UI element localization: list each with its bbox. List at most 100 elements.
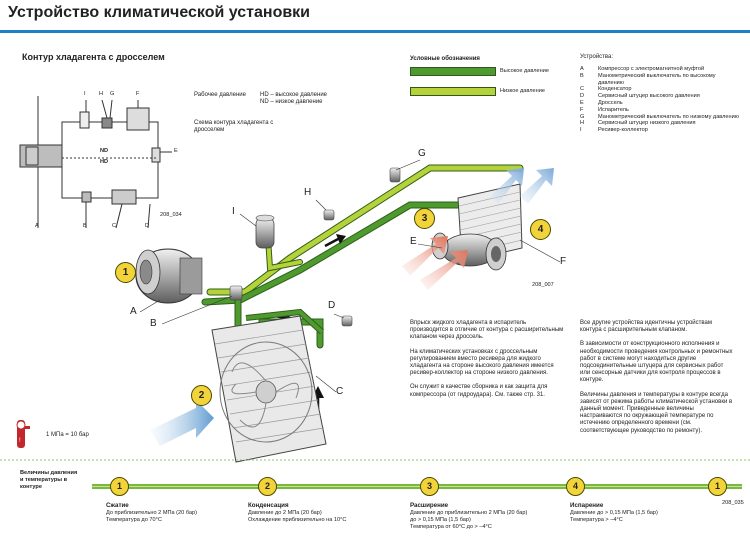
- legend-title: Условные обозначения: [410, 56, 480, 62]
- timeline-badge-4: 4: [566, 477, 585, 496]
- paragraph: На климатических установках с дроссельны…: [410, 348, 554, 377]
- schematic-label-g: G: [110, 91, 115, 97]
- device-letter: C: [580, 86, 585, 93]
- nd-note: ND – низкое давление: [260, 99, 323, 105]
- device-text: Манометрический выключатель по низкому д…: [598, 113, 739, 120]
- schematic-label-c: C: [112, 223, 117, 229]
- badge-expansion: 3: [414, 208, 435, 229]
- device-letter: D: [580, 93, 585, 100]
- device-text: Дроссель: [598, 99, 623, 106]
- phase-compression: Сжатие До приблизительно 2 МПа (20 бар) …: [106, 502, 197, 523]
- device-text: Испаритель: [598, 106, 629, 113]
- timeline-badge-end: 1: [708, 477, 727, 496]
- schematic-hd: HD: [100, 159, 109, 165]
- device-item: D Сервисный штуцер высокого давления: [580, 93, 740, 100]
- flow-arrow-1: [324, 236, 341, 248]
- badge-condensation: 2: [191, 385, 212, 406]
- device-text: Сервисный штуцер низкого давления: [598, 120, 696, 127]
- schematic-throttle: [151, 147, 161, 163]
- device-text: Ресивер-коллектор: [598, 127, 648, 134]
- schematic-loop: [61, 121, 159, 199]
- schematic-code: 208_034: [160, 212, 182, 218]
- device-item: C Конденсатор: [580, 86, 740, 93]
- schematic-switch-g: [101, 117, 113, 129]
- air-arrow-cool-2: [520, 168, 554, 204]
- text-block-mid: Впрыск жидкого хладагента в испаритель п…: [410, 320, 564, 406]
- air-arrow-warm-2: [420, 250, 468, 290]
- label-throttle: E: [410, 236, 417, 247]
- device-letter: G: [580, 113, 585, 120]
- device-letter: H: [580, 120, 585, 127]
- device-item: B Манометрический выключатель по высокому…: [580, 73, 740, 87]
- badge-compression: 1: [115, 262, 136, 283]
- schematic-label-d: D: [145, 223, 150, 229]
- legend-label-low: Низкое давление: [500, 88, 545, 94]
- paragraph: Он служит в качестве сборника и как защи…: [410, 384, 548, 398]
- receiver-collector: [255, 214, 275, 249]
- label-hp-port: D: [328, 300, 336, 311]
- pressure-label: Рабочее давление: [194, 92, 246, 98]
- title-rule: [0, 30, 750, 33]
- section-subtitle: Контур хладагента с дросселем: [22, 52, 165, 62]
- label-evaporator: F: [560, 256, 567, 267]
- circuit-caption: Схема контура хладагента с дросселем: [194, 120, 274, 134]
- page-title: Устройство климатической установки: [8, 4, 311, 21]
- badge-evaporation: 4: [530, 219, 551, 240]
- device-letter: E: [580, 99, 584, 106]
- schematic-nd: ND: [100, 148, 109, 154]
- timeline-badge-1: 1: [110, 477, 129, 496]
- hd-note: HD – высокое давление: [260, 92, 328, 98]
- label-lp-port: H: [304, 187, 312, 198]
- device-item: G Манометрический выключатель по низкому …: [580, 114, 740, 121]
- text-block-right: Все другие устройства идентичны устройст…: [580, 320, 734, 442]
- diagram-code: 208_007: [532, 282, 554, 288]
- legend-label-high: Высокое давление: [500, 68, 549, 74]
- legend-swatch-high: [410, 67, 496, 76]
- device-item: H Сервисный штуцер низкого давления: [580, 120, 740, 127]
- conversion-text: 1 МПа = 10 бар: [46, 432, 89, 438]
- device-item: I Ресивер-коллектор: [580, 127, 740, 134]
- low-pressure-switch: [389, 167, 401, 183]
- schematic-label-a: A: [35, 223, 39, 229]
- device-letter: I: [580, 127, 582, 134]
- schematic-label-b: B: [83, 223, 87, 229]
- svg-text:!: !: [19, 438, 21, 444]
- phase-evaporation: Испарение Давление до > 0,15 МПа (1,5 ба…: [570, 502, 658, 523]
- paragraph: Все другие устройства идентичны устройст…: [580, 320, 712, 334]
- timeline-badge-3: 3: [420, 477, 439, 496]
- timeline-label: Величины давления и температуры в контур…: [20, 470, 78, 490]
- schematic-label-i: I: [84, 91, 86, 97]
- phase-condensation: Конденсация Давление до 2 МПа (20 бар) О…: [248, 502, 347, 523]
- device-letter: B: [580, 72, 584, 79]
- schematic-receiver: [79, 111, 90, 129]
- device-letter: A: [580, 66, 584, 72]
- compressor: [135, 248, 203, 304]
- schematic-evaporator: [126, 107, 150, 131]
- device-item: A Компрессор с электромагнитной муфтой: [580, 66, 740, 73]
- paragraph: Величины давления и температуры в контур…: [580, 391, 733, 434]
- paragraph: Впрыск жидкого хладагента в испаритель п…: [410, 320, 564, 341]
- legend-swatch-low: [410, 87, 496, 96]
- timeline-code: 208_035: [722, 500, 744, 506]
- phase-expansion: Расширение Давление до приблизительно 2 …: [410, 502, 528, 530]
- condenser: [211, 315, 327, 463]
- schematic-label-e: E: [174, 148, 178, 154]
- device-text: Конденсатор: [598, 86, 632, 93]
- air-arrow-in: [150, 400, 214, 446]
- device-item: E Дроссель: [580, 100, 740, 107]
- air-arrow-cool-1: [490, 168, 524, 204]
- schematic-switch-b: [81, 191, 92, 203]
- device-text: Компрессор с электромагнитной муфтой: [598, 66, 705, 72]
- low-pressure-service-port: [323, 209, 335, 221]
- timeline-badge-2: 2: [258, 477, 277, 496]
- device-text: Манометрический выключатель по высокому …: [598, 72, 716, 86]
- device-text: Сервисный штуцер высокого давления: [598, 93, 700, 100]
- schematic-label-h: H: [99, 91, 104, 97]
- paragraph: В зависимости от конструкционного исполн…: [580, 341, 733, 384]
- high-pressure-service-port: [341, 315, 353, 327]
- label-receiver: I: [232, 206, 235, 217]
- air-arrow-warm-1: [402, 236, 448, 276]
